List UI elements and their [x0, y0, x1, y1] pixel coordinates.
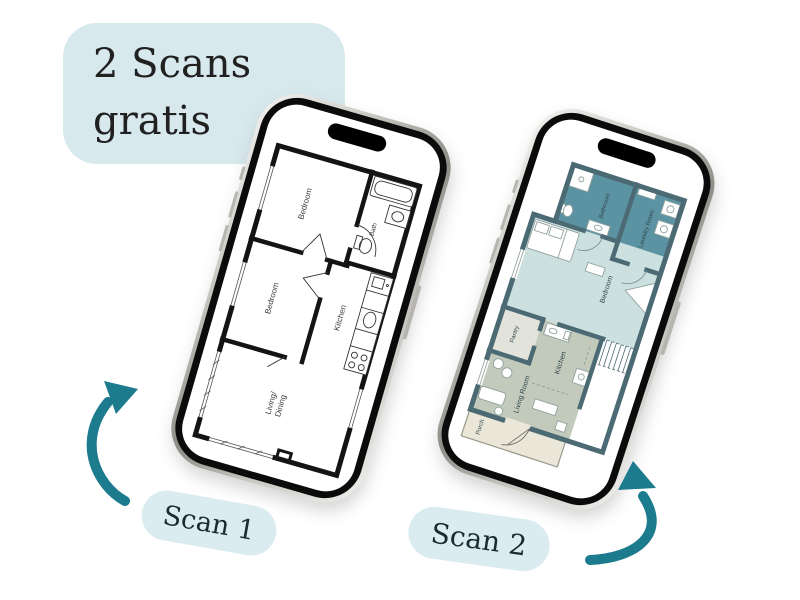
- phone-screen: Bedroom Bath Bedroom Kitchen Living/ Din…: [175, 97, 447, 499]
- curved-arrow-to-phone1: [86, 381, 138, 506]
- scan1-label: Scan 1: [160, 499, 258, 547]
- plan1-door-swings: [300, 224, 377, 300]
- room-label-porch: Porch: [475, 419, 486, 436]
- phone-mockup-scan1: Bedroom Bath Bedroom Kitchen Living/ Din…: [161, 83, 461, 513]
- scan2-badge: Scan 2: [405, 503, 553, 575]
- plan1-entry-door-notch: [275, 448, 294, 462]
- phone-screen: Bathroom Laundry Room Bedroom Pantry Kit…: [440, 111, 712, 507]
- room-pantry: [489, 306, 544, 364]
- plan1-interior-walls: [219, 169, 398, 365]
- plan2-interior-walls: [486, 181, 664, 410]
- arrow1-head: [104, 381, 138, 414]
- porch-door-gap: [503, 417, 531, 432]
- floorplan-scan1: Bedroom Bath Bedroom Kitchen Living/ Din…: [192, 142, 423, 479]
- plan2-door-swings: [577, 236, 647, 285]
- plan1-open-wall-line: [267, 356, 285, 368]
- phone-mockup-scan2: Bathroom Laundry Room Bedroom Pantry Kit…: [426, 97, 726, 521]
- floorplan-scan2: Bathroom Laundry Room Bedroom Pantry Kit…: [460, 161, 688, 468]
- counter-dashes: [531, 347, 591, 396]
- room-label-bath: Bath: [369, 222, 380, 237]
- porch-door-swing: [501, 428, 531, 446]
- arrow1-curve: [86, 397, 130, 506]
- plan1-windows: [197, 165, 365, 461]
- promo-line-1: 2 Scans: [93, 41, 252, 87]
- plan1-bath-fixtures: [352, 175, 418, 254]
- plan2-windows: [475, 248, 526, 386]
- scan2-label: Scan 2: [429, 515, 529, 563]
- scan1-badge: Scan 1: [137, 486, 281, 560]
- arrow2-curve: [585, 491, 657, 565]
- plan1-kitchen-fixtures: [343, 272, 394, 376]
- promo-line-2: gratis: [93, 97, 211, 144]
- dynamic-island: [325, 121, 389, 154]
- room-label-pantry: Pantry: [510, 325, 521, 343]
